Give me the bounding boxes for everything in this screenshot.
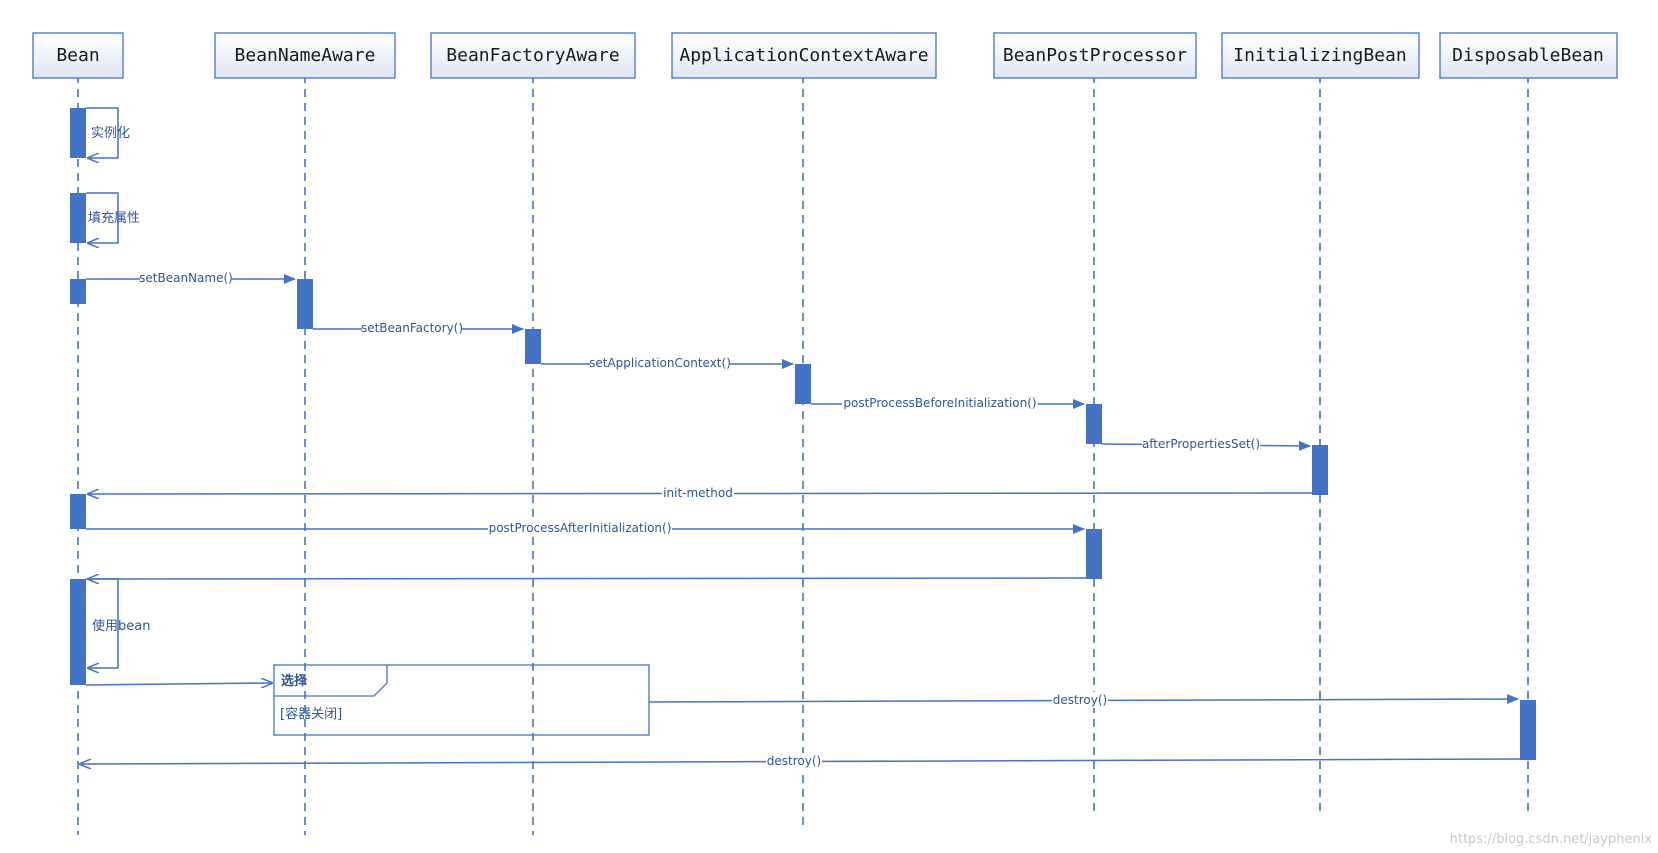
message-label-postprocessafterinitialization: postProcessAfterInitialization() — [489, 521, 672, 535]
message-label-destroy-return: destroy() — [767, 754, 821, 768]
message-label-afterpropertiesset: afterPropertiesSet() — [1142, 437, 1260, 451]
message-afterpropertiesset: afterPropertiesSet() — [1101, 436, 1311, 452]
self-call-populate: 填充属性 — [86, 192, 140, 243]
participant-bean: Bean — [32, 32, 124, 79]
message-postprocessafterinitialization: postProcessAfterInitialization() — [86, 520, 1085, 536]
participant-label-beanpostprocessor: BeanPostProcessor — [1003, 45, 1187, 66]
activation-initializingbean — [1312, 445, 1328, 495]
participant-label-initializingbean: InitializingBean — [1233, 45, 1406, 66]
participant-disposablebean: DisposableBean — [1439, 32, 1618, 79]
participant-beanfactoryaware: BeanFactoryAware — [430, 32, 636, 79]
message-return-to-bean — [88, 578, 1087, 579]
fragment-title: 选择 — [281, 673, 308, 689]
participant-label-beanfactoryaware: BeanFactoryAware — [446, 45, 619, 66]
activation-bean-init — [70, 494, 86, 529]
activation-bean-setbeanname — [70, 279, 86, 304]
participant-initializingbean: InitializingBean — [1221, 32, 1420, 79]
participant-label-bean: Bean — [56, 45, 99, 66]
activation-beanfactoryaware — [525, 329, 541, 364]
watermark: https://blog.csdn.net/jayphenix — [1450, 832, 1653, 847]
option-fragment: 选择 [容器关闭] — [273, 664, 650, 736]
message-init-method: init-method — [88, 485, 1313, 501]
message-label-postprocessbeforeinitialization: postProcessBeforeInitialization() — [843, 396, 1036, 410]
message-setbeanfactory: setBeanFactory() — [313, 320, 524, 336]
message-label-init-method: init-method — [663, 486, 733, 500]
activation-bean-instantiate — [70, 108, 86, 158]
message-destroy-call: destroy() — [648, 692, 1519, 708]
activation-bean-use — [70, 579, 86, 685]
self-call-label-use-bean: 使用bean — [92, 618, 150, 634]
activation-bean-populate — [70, 193, 86, 243]
participant-beanpostprocessor: BeanPostProcessor — [993, 32, 1197, 79]
participant-applicationcontextaware: ApplicationContextAware — [671, 32, 937, 79]
message-postprocessbeforeinitialization: postProcessBeforeInitialization() — [811, 395, 1085, 411]
fragment-guard: [容器关闭] — [280, 706, 342, 722]
message-destroy-return: destroy() — [80, 753, 1521, 769]
activation-beannameaware — [297, 279, 313, 329]
message-label-setbeanfactory: setBeanFactory() — [361, 321, 463, 335]
message-bean-to-fragment — [85, 683, 272, 685]
self-call-label-populate: 填充属性 — [88, 210, 140, 226]
participant-label-disposablebean: DisposableBean — [1452, 45, 1604, 66]
activation-disposablebean — [1520, 700, 1536, 760]
participant-beannameaware: BeanNameAware — [214, 32, 396, 79]
message-label-destroy-call: destroy() — [1053, 693, 1107, 707]
self-call-label-instantiate: 实例化 — [91, 126, 130, 141]
message-setbeanname: setBeanName() — [86, 270, 296, 286]
activation-applicationcontextaware — [795, 364, 811, 404]
self-call-use-bean: 使用bean — [86, 578, 150, 668]
participant-label-beannameaware: BeanNameAware — [235, 45, 376, 66]
activation-beanpostprocessor-before — [1086, 404, 1102, 444]
activation-beanpostprocessor-after — [1086, 529, 1102, 579]
message-label-setbeanname: setBeanName() — [139, 271, 233, 285]
self-call-instantiate: 实例化 — [86, 107, 130, 158]
message-label-setapplicationcontext: setApplicationContext() — [589, 356, 731, 370]
message-setapplicationcontext: setApplicationContext() — [541, 355, 794, 371]
participant-label-applicationcontextaware: ApplicationContextAware — [679, 45, 928, 66]
